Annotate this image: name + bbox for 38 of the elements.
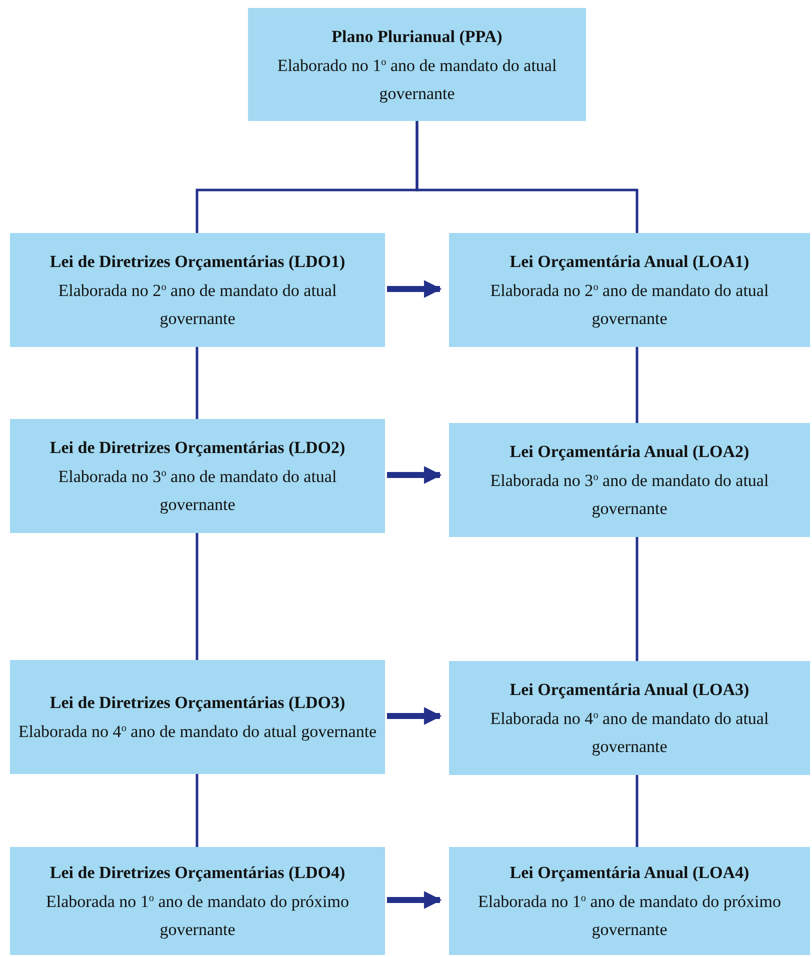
box-description: Elaborada no 3$^{o}$ ano de mandato do atual governante: [57, 466, 338, 516]
connector-line: [196, 347, 198, 419]
arrow: [387, 891, 442, 909]
box-title: Lei Orçamentária Anual (LOA3): [510, 679, 750, 701]
process-box: [10, 847, 385, 955]
connector-line: [636, 537, 638, 661]
process-box: [449, 423, 810, 537]
box-description: Elaborada no 3$^{o}$ ano de mandato do atual governante: [489, 470, 770, 520]
process-box: [449, 661, 810, 775]
box-title: Lei de Diretrizes Orçamentárias (LDO1): [50, 251, 346, 273]
connector-line: [636, 347, 638, 423]
box-title: Lei Orçamentária Anual (LOA4): [510, 862, 750, 884]
box-description: Elaborada no 4$^{o}$ ano de mandato do atual governante: [18, 721, 377, 743]
connector-line: [196, 774, 198, 847]
process-box: [449, 847, 810, 955]
box-description: Elaborada no 2$^{o}$ ano de mandato do atual governante: [489, 280, 770, 330]
connector-line: [196, 533, 198, 660]
process-box: [10, 233, 385, 347]
process-box: [10, 419, 385, 533]
box-description: Elaborado no 1$^{o}$ ano de mandato do atual governante: [276, 54, 558, 105]
box-description: Elaborada no 4$^{o}$ ano de mandato do atual governante: [489, 708, 770, 758]
box-title: Lei de Diretrizes Orçamentárias (LDO2): [50, 437, 346, 459]
connector-line: [636, 775, 638, 847]
box-title: Lei de Diretrizes Orçamentárias (LDO3): [50, 692, 346, 714]
connector-line: [416, 121, 638, 233]
box-title: Plano Plurianual (PPA): [332, 26, 502, 48]
process-box: [10, 660, 385, 774]
box-title: Lei de Diretrizes Orçamentárias (LDO4): [50, 862, 346, 884]
process-box: [248, 8, 586, 121]
process-box: [449, 233, 810, 347]
box-description: Elaborada no 1$^{o}$ ano de mandato do próximo governante: [45, 891, 350, 941]
box-title: Lei Orçamentária Anual (LOA1): [510, 251, 750, 273]
box-title: Lei Orçamentária Anual (LOA2): [510, 441, 750, 463]
arrow: [387, 280, 442, 298]
box-description: Elaborada no 2$^{o}$ ano de mandato do atual governante: [57, 280, 338, 330]
arrow: [387, 707, 442, 725]
arrow: [387, 466, 442, 484]
box-description: Elaborada no 1$^{o}$ ano de mandato do próximo governante: [477, 891, 782, 941]
